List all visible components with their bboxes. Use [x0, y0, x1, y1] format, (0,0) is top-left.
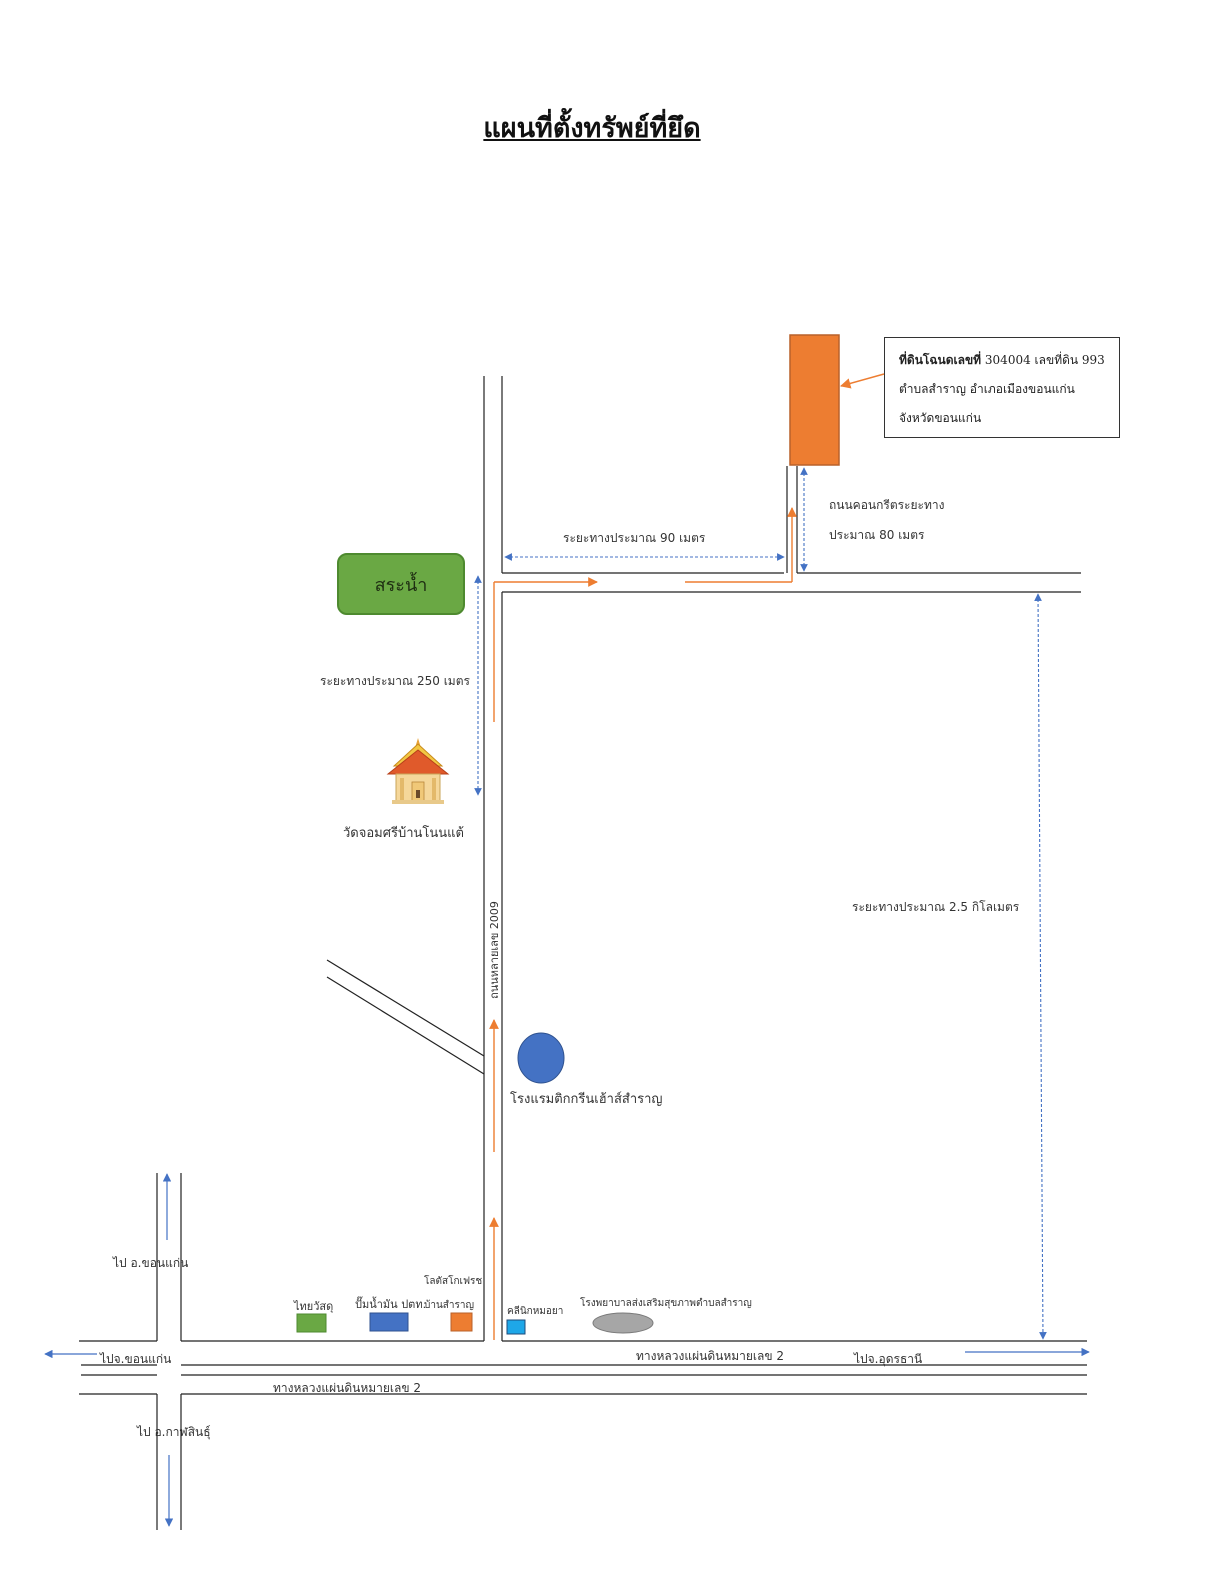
- property-info-box: ที่ดินโฉนดเลขที่ 304004 เลขที่ดิน 993 ตำ…: [884, 337, 1120, 438]
- lotus-label-1: โลตัสโกเฟรช: [424, 1276, 483, 1287]
- distance-250-label: ระยะทางประมาณ 250 เมตร: [320, 674, 470, 688]
- roads: [79, 376, 1087, 1530]
- thai-watsadu-marker: [296, 1313, 327, 1333]
- property-line-1: ที่ดินโฉนดเลขที่ 304004 เลขที่ดิน 993: [899, 346, 1119, 375]
- route-arrows: [489, 507, 797, 1340]
- hospital-label: โรงพยาบาลส่งเสริมสุขภาพตำบลสำราญ: [580, 1298, 752, 1309]
- concrete-road-label-2: ประมาณ 80 เมตร: [829, 528, 925, 542]
- lotus-marker: [450, 1312, 473, 1332]
- ptt-marker: [369, 1312, 409, 1332]
- clinic-label: คลีนิกหมอยา: [507, 1306, 564, 1317]
- direction-arrows: [44, 1173, 1090, 1527]
- distance-2-5-label: ระยะทางประมาณ 2.5 กิโลเมตร: [852, 900, 1020, 914]
- to-khonkaen-province-label: ไปจ.ขอนแก่น: [100, 1352, 172, 1366]
- land-plot: [789, 334, 840, 466]
- property-deed-number: 304004 เลขที่ดิน 993: [981, 353, 1105, 367]
- plot-pointer-arrow: [839, 373, 885, 389]
- hotel-label: โรงแรมติกกรีนเฮ้าส์สำราญ: [510, 1092, 663, 1107]
- to-khonkaen-district-label: ไป อ.ขอนแก่น: [113, 1256, 189, 1270]
- pond-marker: สระน้ำ: [337, 553, 465, 615]
- diagonal-road-edge-2: [326, 976, 485, 1075]
- highway-2-lower-label: ทางหลวงแผ่นดินหมายเลข 2: [273, 1381, 422, 1395]
- temple-label: วัดจอมศรีบ้านโนนแต้: [343, 826, 464, 841]
- distance-arrows: [474, 467, 1047, 1340]
- to-udon-label: ไปจ.อุดรธานี: [854, 1352, 923, 1366]
- ptt-label: ปั๊มน้ำมัน ปตท.: [355, 1298, 427, 1311]
- hotel-marker: [517, 1032, 565, 1084]
- hospital-marker: [592, 1312, 654, 1334]
- clinic-marker: [506, 1319, 526, 1335]
- to-kalasin-label: ไป อ.กาฬสินธุ์: [137, 1425, 211, 1439]
- page-title: แผนที่ตั้งทรัพย์ที่ยึด: [483, 113, 701, 144]
- road-2009-label: ถนนหลายเลข 2009: [488, 901, 501, 999]
- property-line-3: จังหวัดขอนแก่น: [899, 411, 982, 425]
- highway-2-upper-label: ทางหลวงแผ่นดินหมายเลข 2: [636, 1349, 785, 1363]
- distance-90-label: ระยะทางประมาณ 90 เมตร: [563, 531, 706, 545]
- concrete-road-label-1: ถนนคอนกรีตระยะทาง: [829, 498, 945, 512]
- pond-label: สระน้ำ: [374, 574, 428, 596]
- temple-icon: [386, 738, 450, 804]
- thai-watsadu-label: ไทยวัสดุ: [294, 1300, 334, 1313]
- diagonal-road-edge-1: [326, 959, 485, 1057]
- property-deed-label: ที่ดินโฉนดเลขที่: [899, 353, 982, 367]
- distance-2-5-arrow: [1034, 593, 1047, 1340]
- lotus-label-2: บ้านสำราญ: [424, 1300, 475, 1311]
- property-line-2: ตำบลสำราญ อำเภอเมืองขอนแก่น: [899, 382, 1075, 396]
